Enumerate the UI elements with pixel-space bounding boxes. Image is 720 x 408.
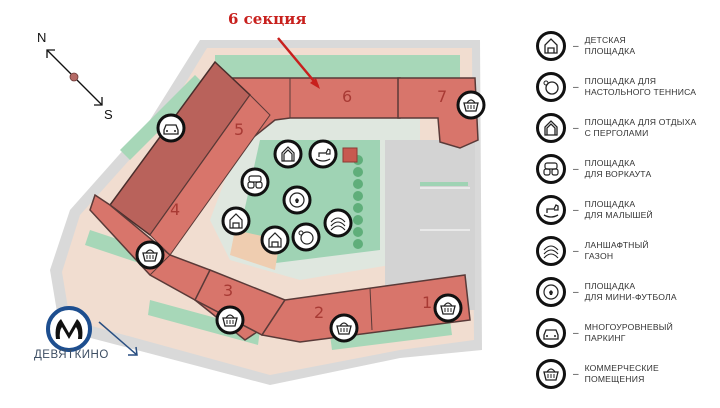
section-1-label: 1 xyxy=(422,293,432,312)
compass-north-label: N xyxy=(37,30,47,45)
legend-item-parking: – многоуровневыйпаркинг xyxy=(536,315,673,351)
parking-poi[interactable] xyxy=(156,113,186,143)
table-tennis-icon xyxy=(536,72,566,102)
compass-center xyxy=(69,72,79,82)
commercial-poi-4[interactable] xyxy=(135,240,165,270)
shopping-basket-icon xyxy=(536,359,566,389)
pergola-poi[interactable] xyxy=(273,139,303,169)
section-5-label: 5 xyxy=(234,120,244,139)
landscape-lawn-icon xyxy=(536,236,566,266)
workout-poi[interactable] xyxy=(240,167,270,197)
commercial-poi-1[interactable] xyxy=(433,293,463,323)
kids-playground-icon xyxy=(536,31,566,61)
section-6-label: 6 xyxy=(342,87,352,106)
legend-item-workout: – площадкадля воркаута xyxy=(536,151,651,187)
section-4-label: 4 xyxy=(170,200,180,219)
legend-item-commercial: – коммерческиепомещения xyxy=(536,356,659,392)
section-7-label: 7 xyxy=(437,87,447,106)
kids-playground-poi-b[interactable] xyxy=(260,225,290,255)
football-icon xyxy=(536,277,566,307)
compass-south-label: S xyxy=(104,107,113,122)
legend-item-toddler-playground: – площадкадля малышей xyxy=(536,192,653,228)
landscape-lawn-poi[interactable] xyxy=(323,208,353,238)
legend-item-pergola: – площадка для отдыхас перголами xyxy=(536,110,696,146)
car-parking-icon xyxy=(536,318,566,348)
commercial-poi-7[interactable] xyxy=(456,90,486,120)
toddler-playground-poi[interactable] xyxy=(308,139,338,169)
legend-item-table-tennis: – площадка длянастольного тенниса xyxy=(536,69,696,105)
kids-playground-poi-a[interactable] xyxy=(221,206,251,236)
football-poi[interactable] xyxy=(282,185,312,215)
legend-item-kids-playground: – детскаяплощадка xyxy=(536,28,635,64)
legend-item-football: – площадкадля мини-футбола xyxy=(536,274,677,310)
section-3-label: 3 xyxy=(223,281,233,300)
rocking-horse-icon xyxy=(536,195,566,225)
section-6-callout: 6 секция xyxy=(228,10,307,28)
commercial-poi-3[interactable] xyxy=(215,305,245,335)
commercial-poi-2[interactable] xyxy=(329,313,359,343)
site-plan-map: 1 2 3 4 5 6 7 xyxy=(46,37,486,385)
table-tennis-poi[interactable] xyxy=(291,222,321,252)
callout-arrow xyxy=(277,37,319,87)
section-2-label: 2 xyxy=(314,303,324,322)
metro-logo xyxy=(46,306,92,352)
pergola-icon xyxy=(536,113,566,143)
workout-icon xyxy=(536,154,566,184)
legend-item-landscape-lawn: – ланшафтныйгазон xyxy=(536,233,649,269)
metro-station-label: ДЕВЯТКИНО xyxy=(34,349,109,361)
